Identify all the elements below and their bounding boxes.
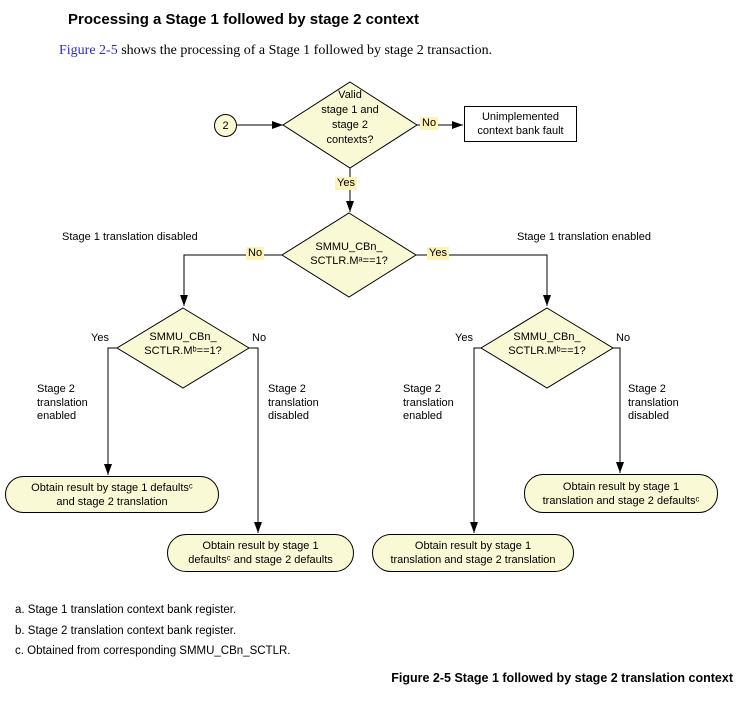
side-label-line: Stage 2 — [37, 383, 75, 395]
decision-line: stage 1 and — [321, 104, 379, 116]
side-label-stage1-enabled: Stage 1 translation enabled — [517, 231, 651, 243]
connector-no-to-stage2-left — [180, 254, 282, 306]
page-title: Processing a Stage 1 followed by stage 2… — [68, 11, 419, 28]
decision-line: contexts? — [326, 134, 374, 146]
start-connector-label: 2 — [222, 119, 229, 132]
side-label-line: enabled — [403, 410, 443, 422]
branch-label-yes: Yes — [455, 332, 473, 344]
figure-link[interactable]: Figure 2-5 — [59, 43, 118, 58]
connector-right-no-to-result4 — [612, 347, 624, 473]
decision-stage2-right-shape — [480, 307, 614, 389]
side-label-line: Stage 2 — [628, 383, 666, 395]
result-line: translation and stage 2 translation — [390, 554, 556, 566]
decision-stage1-shape — [281, 212, 417, 298]
connector-left-yes-to-result1 — [104, 347, 118, 475]
branch-label-no: No — [252, 332, 267, 344]
side-label-stage2-disabled: Stage 2 translation disabled — [268, 383, 319, 424]
side-label-line: translation — [268, 396, 319, 409]
result-line: Obtain result by stage 1 — [414, 540, 532, 552]
decision-stage2-right: SMMU_CBn_ SCTLR.Mᵇ==1? — [482, 330, 612, 358]
start-connector-node: 2 — [214, 114, 237, 137]
decision-line: SMMU_CBn_ — [149, 331, 217, 343]
fault-box-line: Unimplemented — [481, 111, 560, 123]
decision-line: SCTLR.Mᵇ==1? — [144, 345, 222, 357]
side-label-stage1-disabled: Stage 1 translation disabled — [62, 231, 198, 243]
side-label-stage2-disabled: Stage 2 translation disabled — [628, 383, 679, 424]
footnotes: a. Stage 1 translation context bank regi… — [15, 600, 290, 662]
fault-box: Unimplemented context bank fault — [464, 106, 577, 142]
side-label-line: translation — [628, 396, 679, 409]
connector-yes-to-stage2-right — [416, 254, 551, 306]
decision-stage2-left-shape — [116, 307, 250, 389]
result-translation-defaults: Obtain result by stage 1 translation and… — [524, 474, 718, 513]
side-label-line: enabled — [37, 410, 77, 422]
connector-left-no-to-result2 — [248, 347, 262, 533]
fault-box-line: context bank fault — [477, 125, 564, 137]
branch-label-yes: Yes — [91, 332, 109, 344]
branch-label-no: No — [246, 247, 265, 260]
decision-line: SMMU_CBn_ — [513, 331, 581, 343]
decision-line: stage 2 — [331, 119, 369, 131]
footnote-a: a. Stage 1 translation context bank regi… — [15, 604, 237, 616]
intro-text: shows the processing of a Stage 1 follow… — [117, 43, 493, 58]
decision-line: SCTLR.Mᵇ==1? — [508, 345, 586, 357]
side-label-line: translation — [37, 396, 88, 409]
result-line: Obtain result by stage 1 — [562, 480, 680, 493]
result-line: defaultsᶜ and stage 2 defaults — [188, 554, 333, 566]
connector-right-yes-to-result3 — [470, 347, 482, 533]
result-defaults-defaults: Obtain result by stage 1 defaultsᶜ and s… — [167, 534, 354, 572]
side-label-line: translation — [403, 396, 454, 409]
side-label-line: disabled — [268, 410, 309, 422]
branch-label-no: No — [616, 332, 631, 344]
decision-stage1: SMMU_CBn_ SCTLR.Mᵃ==1? — [282, 240, 416, 268]
result-line: translation and stage 2 defaultsᶜ — [542, 494, 700, 507]
result-translation-translation: Obtain result by stage 1 translation and… — [372, 534, 574, 572]
side-label-line: Stage 2 — [268, 383, 306, 395]
decision-valid-contexts: Valid stage 1 and stage 2 contexts? — [283, 88, 417, 148]
figure-caption: Figure 2-5 Stage 1 followed by stage 2 t… — [391, 671, 733, 685]
side-label-line: disabled — [628, 410, 669, 422]
branch-label-no: No — [420, 117, 439, 130]
decision-line: SMMU_CBn_ — [315, 241, 383, 253]
footnote-b: b. Stage 2 translation context bank regi… — [15, 624, 237, 637]
branch-label-yes: Yes — [335, 177, 357, 190]
decision-line: SCTLR.Mᵃ==1? — [310, 255, 388, 267]
decision-stage2-left: SMMU_CBn_ SCTLR.Mᵇ==1? — [118, 330, 248, 358]
side-label-stage2-enabled: Stage 2 translation enabled — [37, 383, 88, 424]
side-label-stage2-enabled: Stage 2 translation enabled — [403, 383, 454, 424]
intro-paragraph: Figure 2-5 shows the processing of a Sta… — [59, 43, 492, 59]
result-line: Obtain result by stage 1 — [202, 540, 319, 552]
footnote-c: c. Obtained from corresponding SMMU_CBn_… — [15, 645, 291, 658]
result-line: and stage 2 translation — [56, 495, 168, 508]
result-line: Obtain result by stage 1 defaultsᶜ — [31, 481, 193, 494]
decision-line: Valid — [338, 89, 362, 101]
branch-label-yes: Yes — [427, 247, 449, 260]
side-label-line: Stage 2 — [403, 383, 441, 395]
result-defaults-translation: Obtain result by stage 1 defaultsᶜ and s… — [5, 476, 219, 513]
